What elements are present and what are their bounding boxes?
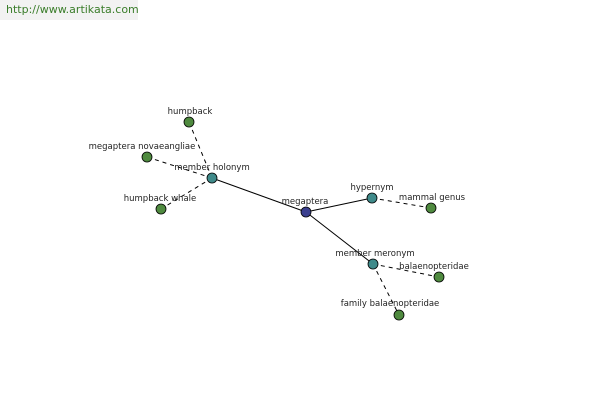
edge-member-holonym-to-megaptera-novaeangliae [146, 156, 213, 179]
header-url-bar: http://www.artikata.com [0, 0, 139, 20]
site-url-link[interactable]: http://www.artikata.com [6, 3, 139, 16]
graph-nodes [141, 116, 445, 321]
node-label-megaptera-novaeangliae[interactable]: megaptera novaeangliae [89, 142, 196, 152]
node-label-hypernym[interactable]: hypernym [350, 183, 393, 193]
edge-member-meronym-to-balaenopteridae [372, 263, 440, 278]
edge-hypernym-to-mammal-genus [371, 197, 432, 209]
node-label-balaenopteridae[interactable]: balaenopteridae [399, 262, 469, 272]
node-member-holonym[interactable] [206, 172, 218, 184]
node-humpback[interactable] [183, 116, 195, 128]
node-label-family-balaenopteridae[interactable]: family balaenopteridae [341, 299, 440, 309]
node-label-mammal-genus[interactable]: mammal genus [399, 193, 466, 203]
node-label-member-meronym[interactable]: member meronym [335, 249, 414, 259]
node-member-meronym[interactable] [367, 258, 379, 270]
node-balaenopteridae[interactable] [433, 271, 445, 283]
graph-labels: megaptera member holonym hypernym member me… [89, 107, 469, 309]
node-label-megaptera[interactable]: megaptera [282, 197, 329, 207]
node-label-member-holonym[interactable]: member holonym [174, 163, 249, 173]
edge-megaptera-to-member-meronym [305, 211, 374, 265]
node-hypernym[interactable] [366, 192, 378, 204]
edge-member-holonym-to-humpback-whale [160, 177, 213, 210]
edge-megaptera-to-member-holonym [211, 177, 307, 213]
node-label-humpback[interactable]: humpback [168, 107, 213, 117]
graph-edges [146, 121, 440, 316]
edge-member-meronym-to-family-balaenopteridae [372, 263, 400, 316]
node-humpback-whale[interactable] [155, 203, 167, 215]
node-mammal-genus[interactable] [425, 202, 437, 214]
edge-megaptera-to-hypernym [305, 197, 373, 213]
node-label-humpback-whale[interactable]: humpback whale [124, 194, 197, 204]
node-family-balaenopteridae[interactable] [393, 309, 405, 321]
node-megaptera[interactable] [300, 206, 312, 218]
node-megaptera-novaeangliae[interactable] [141, 151, 153, 163]
edge-member-holonym-to-humpback [188, 121, 213, 179]
